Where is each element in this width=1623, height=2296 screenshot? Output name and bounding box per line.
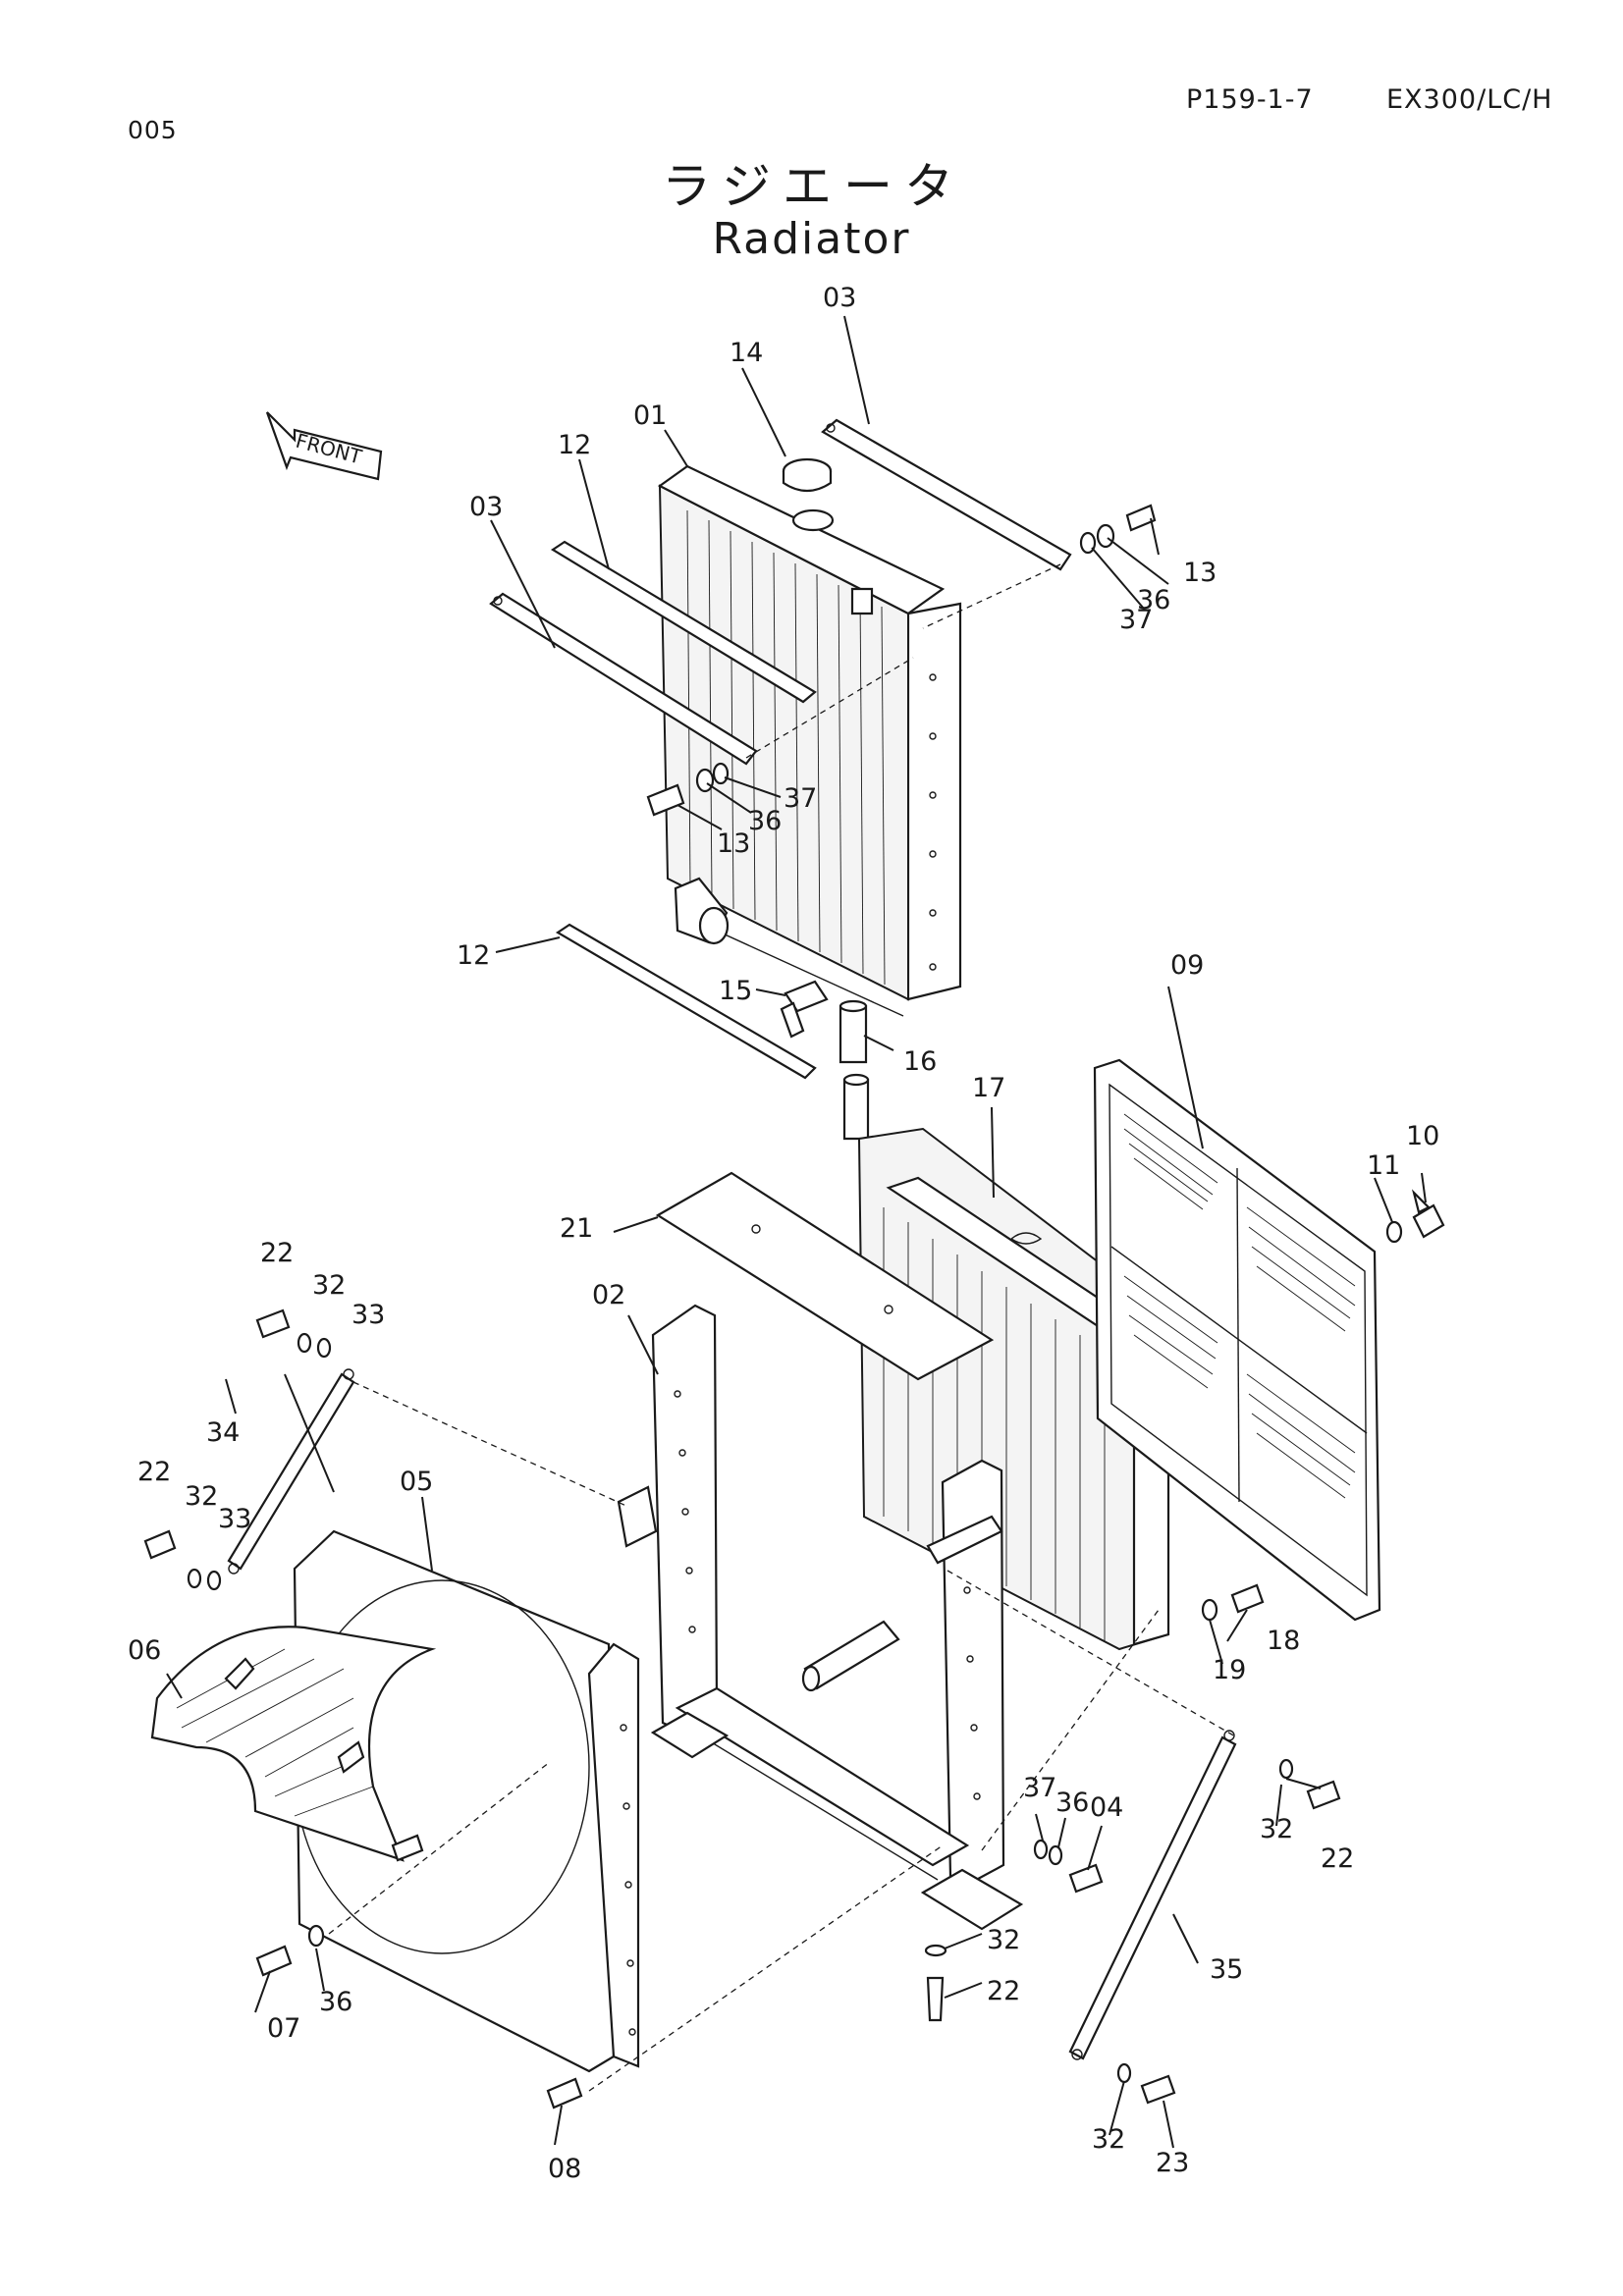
callout-37-lower: 37	[784, 783, 817, 814]
callout-22-mid-left: 22	[137, 1457, 171, 1487]
callout-32-bottom: 32	[987, 1925, 1020, 1955]
callout-21: 21	[560, 1213, 593, 1244]
screen	[1093, 1058, 1381, 1622]
callout-32-right: 32	[1260, 1814, 1293, 1844]
callout-04: 04	[1090, 1792, 1123, 1823]
bolt-08	[546, 2077, 583, 2109]
drain-cock	[780, 980, 829, 1039]
callout-17: 17	[972, 1073, 1005, 1103]
callout-36-frame: 36	[1055, 1788, 1089, 1818]
title-japanese: ラジエータ	[662, 158, 965, 215]
bolt-18	[1201, 1583, 1265, 1622]
bolt-22-mid-left	[143, 1529, 222, 1591]
callout-16: 16	[903, 1046, 937, 1077]
callout-01: 01	[633, 400, 667, 431]
callout-05: 05	[400, 1467, 433, 1497]
bolt-07	[255, 1924, 325, 1977]
washer-11	[1385, 1220, 1403, 1244]
bolt-22-right	[1278, 1758, 1341, 1810]
callout-33-mid: 33	[218, 1504, 251, 1534]
callout-11: 11	[1367, 1150, 1400, 1181]
stay-upper	[821, 418, 1072, 571]
callout-34: 34	[206, 1417, 240, 1448]
callout-18: 18	[1267, 1626, 1300, 1656]
model-code: EX300/LC/H	[1386, 84, 1553, 115]
callout-15: 15	[719, 976, 752, 1006]
callout-03-upper: 03	[823, 283, 856, 313]
bolt-22-bottom	[924, 1944, 947, 2022]
bolt-04	[1033, 1839, 1104, 1894]
callout-36-lower: 36	[748, 806, 782, 836]
callout-37-frame: 37	[1023, 1773, 1056, 1803]
radiator-cap	[782, 457, 833, 493]
rubber-strip-upper	[550, 540, 817, 704]
page-code: 005	[128, 116, 178, 144]
bolt-22-upper-left	[255, 1308, 332, 1359]
callout-12-lower: 12	[457, 940, 490, 971]
callout-02: 02	[592, 1280, 625, 1310]
callout-14: 14	[730, 338, 763, 368]
front-arrow-icon: FRONT	[265, 411, 383, 481]
reference-code: P159-1-7	[1186, 84, 1314, 115]
callout-22-right: 22	[1321, 1843, 1354, 1874]
callout-13-lower: 13	[717, 828, 750, 859]
callout-36-shroud: 36	[319, 1987, 352, 2017]
rubber-strip-lower	[555, 923, 817, 1080]
callout-22-upper-left: 22	[260, 1238, 294, 1268]
fan-guard	[150, 1626, 437, 1862]
callout-22-bottom: 22	[987, 1976, 1020, 2006]
callout-35: 35	[1210, 1954, 1243, 1985]
callout-08: 08	[548, 2154, 581, 2184]
callout-12-upper: 12	[558, 430, 591, 460]
radiator-core	[657, 464, 962, 1017]
callout-10: 10	[1406, 1121, 1439, 1151]
callout-36-upper: 36	[1137, 585, 1170, 615]
callout-33-upper: 33	[352, 1300, 385, 1330]
callout-19: 19	[1213, 1655, 1246, 1685]
callout-32-upper-left: 32	[312, 1270, 346, 1301]
callout-32-mid-left: 32	[185, 1481, 218, 1512]
bolt-13-lower	[646, 762, 730, 817]
callout-06: 06	[128, 1635, 161, 1666]
callout-37-upper: 37	[1119, 605, 1153, 635]
callout-07: 07	[267, 2013, 300, 2044]
wing-nut	[1411, 1189, 1445, 1239]
callout-23: 23	[1156, 2148, 1189, 2178]
hose	[839, 999, 870, 1141]
title-english: Radiator	[712, 214, 911, 264]
frame	[617, 1304, 1024, 1931]
assembly-lines	[328, 563, 1238, 2092]
bolt-13-upper	[1079, 504, 1157, 555]
stay-35	[1068, 1730, 1237, 2060]
leader-lines	[166, 315, 1427, 2149]
callout-09: 09	[1170, 950, 1204, 981]
plate	[655, 1171, 995, 1381]
bolt-23	[1116, 2062, 1176, 2105]
callout-03-lower: 03	[469, 492, 503, 522]
callout-32-lower-right: 32	[1092, 2124, 1125, 2155]
callout-13-upper: 13	[1183, 558, 1217, 588]
stay-lower	[489, 592, 758, 766]
